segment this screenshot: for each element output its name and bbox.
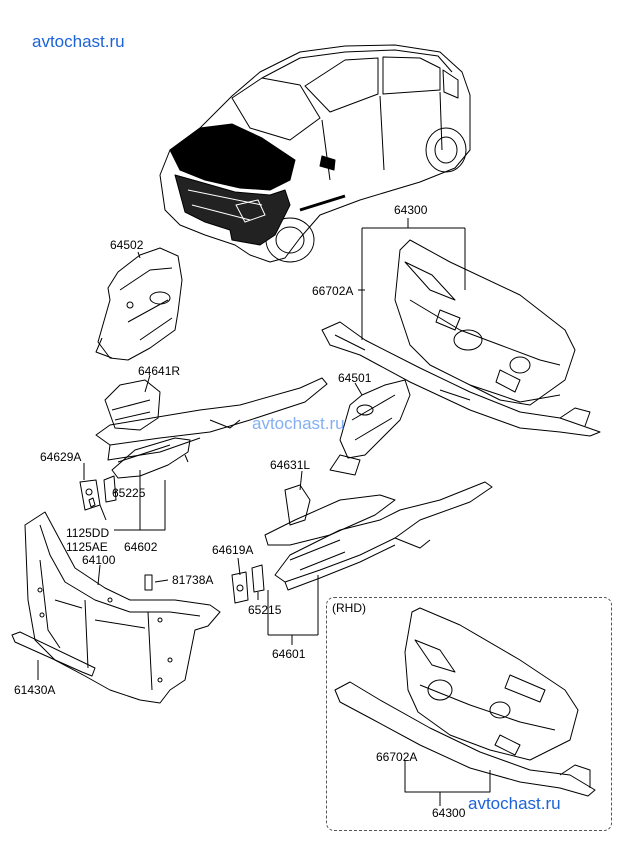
part-64641R-drawing — [95, 377, 328, 479]
part-label-61430A: 61430A — [14, 683, 56, 697]
watermark-middle: avtochast.ru — [252, 414, 345, 433]
part-64100-drawing — [24, 511, 221, 704]
part-label-64601: 64601 — [272, 647, 306, 661]
car-illustration — [159, 44, 471, 263]
leader-lines — [37, 218, 491, 806]
part-label-65215: 65215 — [248, 603, 282, 617]
part-label-64619A: 64619A — [212, 543, 254, 557]
part-label-65225: 65225 — [112, 486, 146, 500]
part-label-64602: 64602 — [124, 540, 158, 554]
part-66702A-top-drawing — [321, 321, 601, 437]
part-label-64502: 64502 — [110, 238, 144, 252]
part-label-64100: 64100 — [82, 553, 116, 567]
part-64300-rhd-drawing — [404, 607, 579, 761]
rhd-label: (RHD) — [332, 601, 366, 615]
watermark-bottom-right: avtochast.ru — [468, 794, 561, 813]
part-label-66702A-top: 66702A — [312, 284, 354, 298]
part-label-1125AE: 1125AE — [66, 540, 108, 554]
part-label-64300-top: 64300 — [394, 203, 428, 217]
part-66702A-rhd-drawing — [334, 681, 596, 797]
watermark-top-left: avtochast.ru — [32, 32, 125, 51]
part-61430A-drawing — [11, 631, 96, 677]
part-64300-top-drawing — [394, 239, 576, 406]
part-label-64300-rhd: 64300 — [432, 806, 466, 820]
rhd-region-frame — [326, 597, 612, 831]
part-label-1125DD: 1125DD — [66, 526, 110, 540]
part-label-64629A: 64629A — [40, 450, 82, 464]
part-label-64501: 64501 — [338, 371, 372, 385]
part-label-66702A-rhd: 66702A — [376, 750, 418, 764]
part-label-81738A: 81738A — [172, 573, 214, 587]
part-64502-drawing — [95, 247, 183, 361]
part-64501-drawing — [329, 379, 411, 476]
part-label-64641R: 64641R — [138, 364, 181, 378]
part-64601-drawing — [264, 481, 493, 591]
part-label-64631L: 64631L — [270, 458, 311, 472]
